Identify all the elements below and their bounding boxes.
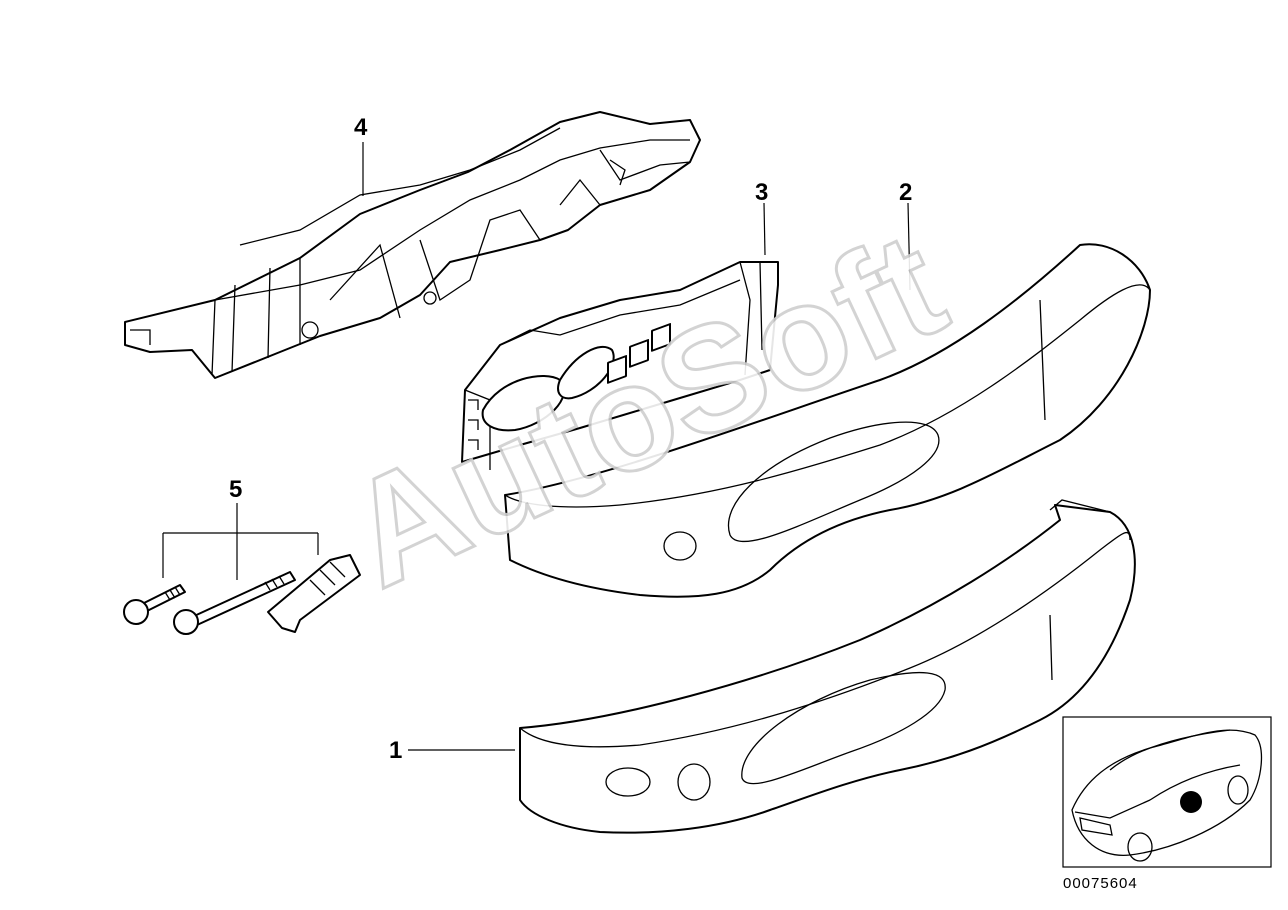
- leader-3: [763, 202, 766, 256]
- callout-4: 4: [354, 114, 368, 141]
- leader-5: [162, 503, 319, 580]
- part-5-screws-clip: [123, 554, 361, 635]
- callout-3: 3: [755, 179, 768, 206]
- callout-1: 1: [389, 737, 402, 764]
- locator-marker: [1180, 791, 1202, 813]
- car-locator-icon: [1062, 716, 1272, 868]
- part-1-lower-trim: [519, 499, 1136, 834]
- figure-number: 00075604: [1063, 875, 1138, 892]
- part-4-bracket: [124, 111, 701, 379]
- callout-5: 5: [229, 476, 242, 503]
- part-2-upper-trim: [504, 243, 1151, 598]
- callout-2: 2: [899, 179, 912, 206]
- part-3-seat-switch: [461, 261, 779, 470]
- leader-lines: [162, 142, 911, 751]
- leader-2: [907, 202, 911, 291]
